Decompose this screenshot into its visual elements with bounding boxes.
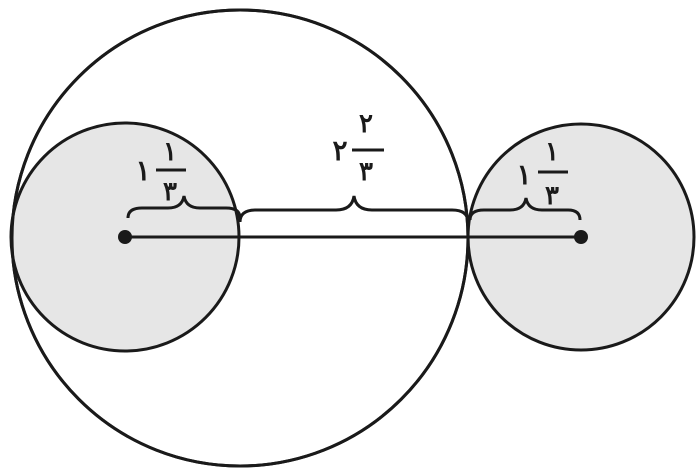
right-label-denominator: ۳ [545, 181, 559, 211]
left-label-denominator: ۳ [163, 177, 177, 207]
left-center-dot [118, 230, 132, 244]
middle-label: ۲ ۲ ۳ [332, 109, 384, 187]
left-label: ۱ ۱ ۳ [135, 137, 186, 207]
middle-label-numerator: ۲ [359, 109, 373, 139]
right-label-whole: ۱ [516, 158, 531, 191]
right-brace [468, 197, 582, 221]
right-label: ۱ ۱ ۳ [516, 137, 568, 211]
right-center-dot [574, 230, 588, 244]
left-label-whole: ۱ [135, 154, 150, 187]
left-label-numerator: ۱ [163, 137, 177, 167]
middle-label-denominator: ۳ [359, 157, 373, 187]
middle-brace [238, 195, 470, 223]
left-brace [126, 195, 242, 219]
middle-label-whole: ۲ [332, 134, 347, 167]
right-label-numerator: ۱ [545, 137, 559, 167]
